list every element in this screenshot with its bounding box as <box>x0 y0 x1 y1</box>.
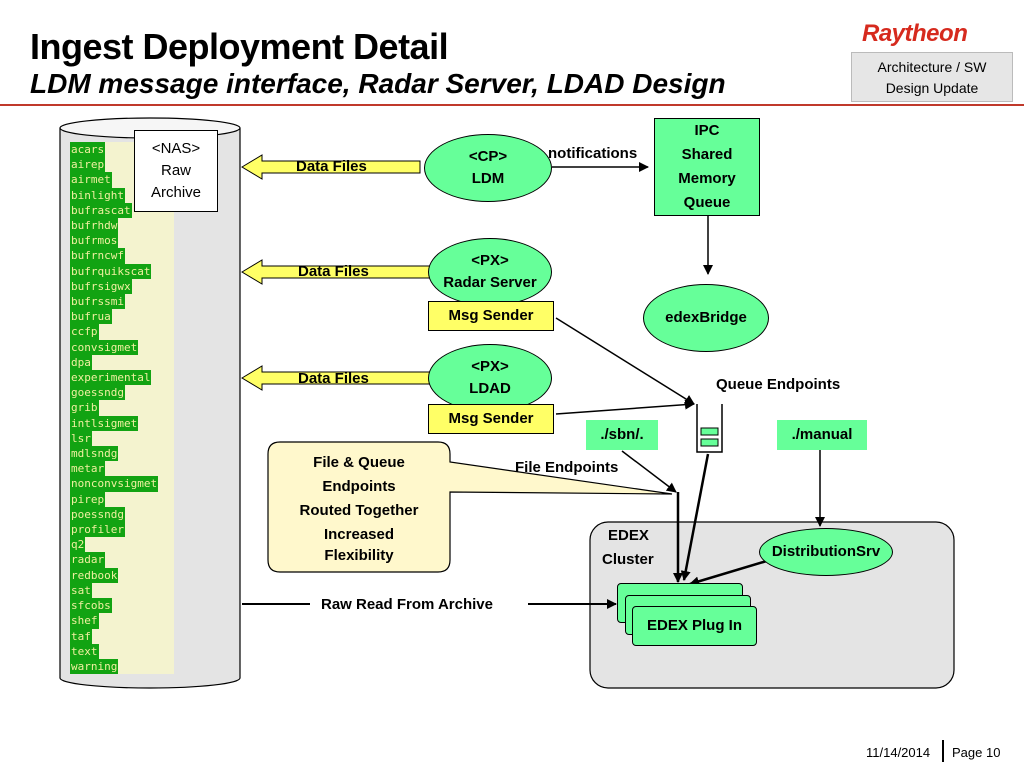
cp-ldm-node: <CP> LDM <box>424 134 552 202</box>
data-files-label-2: Data Files <box>298 263 369 280</box>
header-divider <box>0 104 1024 106</box>
section-tag: Architecture / SW Design Update <box>851 52 1013 102</box>
edex-cluster-label-line2: Cluster <box>602 551 654 568</box>
file-list-item: bufrncwf <box>70 248 125 264</box>
data-files-arrow-1 <box>241 154 421 180</box>
file-list-item: redbook <box>70 567 119 583</box>
callout-line1: File & Queue <box>313 454 405 471</box>
callout-line5: Flexibility <box>324 547 394 564</box>
nas-line1: <NAS> <box>151 140 201 157</box>
file-list-item: dpa <box>70 354 92 371</box>
file-list-item: experimental <box>70 370 152 386</box>
file-list-item: metar <box>70 461 106 477</box>
manual-endpoint-box: ./manual <box>777 420 867 450</box>
callout-line4: Increased <box>323 526 395 543</box>
edexbridge-node: edexBridge <box>643 284 769 352</box>
file-list-item: shef <box>70 613 99 629</box>
ipc-line1: IPC <box>694 122 720 139</box>
file-list-item: grib <box>70 400 99 416</box>
file-list-item: bufrssmi <box>70 294 125 310</box>
data-files-label-3: Data Files <box>298 370 369 387</box>
footer-separator <box>942 740 944 762</box>
distribution-srv-node: DistributionSrv <box>759 528 893 576</box>
file-list-item: bufrmos <box>70 233 119 249</box>
callout-line3: Routed Together <box>299 502 419 519</box>
ipc-line2: Shared <box>681 146 733 163</box>
section-tag-line1: Architecture / SW <box>877 59 987 75</box>
notifications-label: notifications <box>548 145 638 162</box>
queue-endpoints-label: Queue Endpoints <box>716 376 841 393</box>
file-list-item: nonconvsigmet <box>70 476 159 492</box>
file-list-item: bufrascat <box>70 202 132 219</box>
queue-to-edex-arrow <box>680 453 710 581</box>
file-list-item: warning <box>70 658 119 675</box>
file-list-item: taf <box>70 628 92 644</box>
file-list-item: intlsigmet <box>70 415 139 431</box>
raw-read-label: Raw Read From Archive <box>321 596 493 613</box>
file-list-item: pirep <box>70 491 106 507</box>
file-list-item: bufrquikscat <box>70 263 152 279</box>
nas-line3: Archive <box>150 184 202 201</box>
footer-date: 11/14/2014 <box>866 745 931 760</box>
radar-sender-arrow <box>555 317 695 405</box>
ipc-line3: Memory <box>678 170 736 187</box>
file-list-item: airep <box>70 157 106 173</box>
edex-plugin-box: EDEX Plug In <box>632 606 757 646</box>
file-endpoints-label: File Endpoints <box>515 459 619 476</box>
cp-ldm-line1: <CP> <box>468 148 508 165</box>
px-ldad-line1: <PX> <box>471 358 509 375</box>
px-ldad-line2: LDAD <box>469 380 511 397</box>
px-radar-line1: <PX> <box>471 252 509 269</box>
section-tag-line2: Design Update <box>885 80 979 96</box>
file-list-item: convsigmet <box>70 339 139 355</box>
data-files-label-1: Data Files <box>296 158 367 175</box>
px-ldad-node: <PX> LDAD <box>428 344 552 412</box>
edex-cluster-label-line1: EDEX <box>608 527 649 544</box>
file-list-item: lsr <box>70 430 92 447</box>
px-radar-server-node: <PX> Radar Server <box>428 238 552 306</box>
file-list-item: profiler <box>70 522 125 538</box>
file-list-item: bufrsigwx <box>70 278 132 295</box>
file-list-item: airmet <box>70 172 112 188</box>
file-list-item: goessndg <box>70 385 125 401</box>
footer-page-number: Page 10 <box>952 745 1001 760</box>
radar-msg-sender-box: Msg Sender <box>428 301 554 331</box>
cp-ldm-line2: LDM <box>471 170 505 187</box>
callout-text: File & Queue Endpoints Routed Together I… <box>272 448 446 568</box>
ldad-msg-sender-box: Msg Sender <box>428 404 554 434</box>
ldad-sender-arrow <box>555 399 695 415</box>
sbn-endpoint-box: ./sbn/. <box>586 420 658 450</box>
file-list-item: sfcobs <box>70 598 112 614</box>
callout-line2: Endpoints <box>322 478 396 495</box>
queue-endpoint-cup <box>696 404 723 453</box>
page-subtitle: LDM message interface, Radar Server, LDA… <box>30 68 726 99</box>
file-list-item: radar <box>70 552 106 568</box>
file-list-item: sat <box>70 582 92 599</box>
file-list-item: bufrhdw <box>70 218 119 234</box>
nas-raw-archive-box: <NAS> Raw Archive <box>134 130 218 212</box>
file-list-item: text <box>70 643 99 659</box>
page-title: Ingest Deployment Detail <box>30 26 449 67</box>
file-list-item: poessndg <box>70 506 125 523</box>
file-list-item: binlight <box>70 187 125 203</box>
file-list-item: q2 <box>70 537 86 553</box>
nas-line2: Raw <box>160 162 191 179</box>
ipc-line4: Queue <box>683 194 731 211</box>
file-list-item: acars <box>70 142 106 158</box>
px-radar-line2: Radar Server <box>443 274 537 291</box>
file-list-item: mdlsndg <box>70 446 119 462</box>
ipc-shared-memory-queue-box: IPC Shared Memory Queue <box>654 118 760 216</box>
sbn-arrow <box>621 450 677 493</box>
file-list-item: ccfp <box>70 324 99 340</box>
callout-bubble <box>267 441 673 573</box>
file-list-item: bufrua <box>70 309 112 325</box>
distribution-to-plugin-arrow <box>689 558 771 587</box>
raytheon-logo: Raytheon <box>862 20 968 47</box>
